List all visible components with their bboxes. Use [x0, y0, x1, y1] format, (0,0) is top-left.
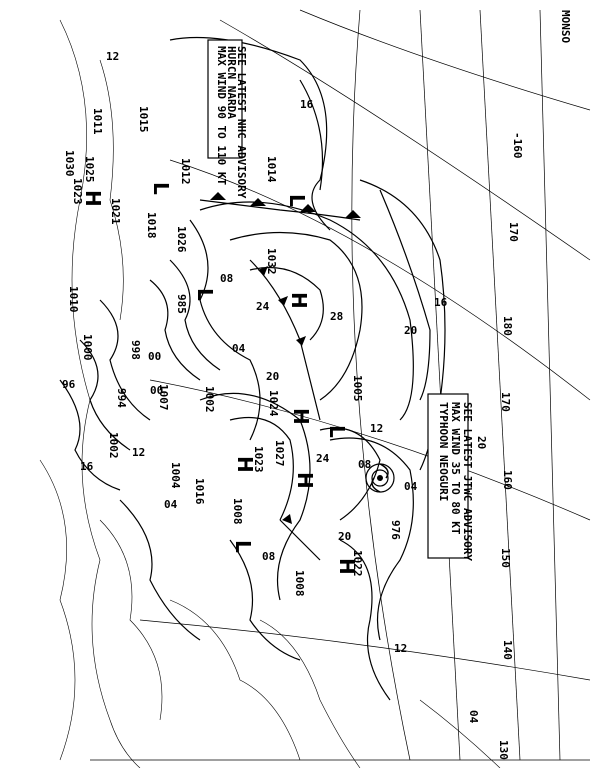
- center-value: 1012: [179, 158, 192, 185]
- center-value: 1022: [351, 550, 364, 577]
- longitude-label: -160: [511, 132, 524, 159]
- pressure-label: 1008: [293, 570, 306, 597]
- center-value: 1025: [83, 156, 96, 183]
- contour-label: 28: [330, 310, 343, 323]
- longitude-label: 150: [499, 548, 512, 568]
- center-value: 1030: [63, 150, 76, 177]
- pressure-label: 1021: [109, 198, 122, 225]
- pressure-label: 1023: [71, 178, 84, 205]
- advisory-neoguri-line-3: SEE LATEST JTWC ADVISORY: [461, 402, 474, 561]
- center-h-letter: H: [335, 558, 359, 575]
- latitude-labels: 20: [475, 436, 488, 449]
- coastlines: [39, 19, 501, 768]
- pressure-label: 1010: [67, 286, 80, 313]
- center-l-letter: L: [285, 194, 309, 207]
- center-h-letter: H: [293, 472, 317, 489]
- isobar-values: 1023 1021 1018 1026 1015 1011 1010 1000 …: [67, 106, 306, 597]
- contour-label: 00: [150, 384, 163, 397]
- center-h-letter: H: [233, 456, 257, 473]
- advisory-narda-line-2: MAX WIND 90 TO 110 KT: [215, 46, 228, 185]
- contour-label: 08: [358, 458, 371, 471]
- latitude-label: 20: [475, 436, 488, 449]
- advisory-neoguri-line-2: MAX WIND 35 TO 80 KT: [449, 402, 462, 535]
- contour-label: 16: [300, 98, 314, 111]
- center-value: 1002: [203, 386, 216, 413]
- center-h-letter: H: [289, 408, 313, 425]
- longitude-labels: -160 170 180 170 160 150 140 130: [497, 132, 524, 760]
- center-h-letter: H: [81, 190, 105, 207]
- contour-label: 20: [338, 530, 351, 543]
- center-value: 994: [115, 388, 128, 408]
- contour-label: 12: [370, 422, 383, 435]
- center-value: 1007: [157, 384, 170, 411]
- contour-label: 08: [262, 550, 275, 563]
- center-value: 985: [175, 294, 188, 314]
- contour-label: 96: [62, 378, 76, 391]
- center-h-letter: H: [287, 292, 311, 309]
- contour-label: 20: [404, 324, 417, 337]
- contour-label: 16: [434, 296, 448, 309]
- graticule: [90, 9, 591, 761]
- center-value: 1027: [273, 440, 286, 467]
- center-value: 1005: [351, 375, 364, 402]
- contour-label: 20: [266, 370, 279, 383]
- longitude-label: 160: [501, 470, 514, 490]
- advisory-neoguri-line-1: TYPHOON NEOGURI: [437, 402, 450, 501]
- longitude-label: 130: [497, 740, 510, 760]
- pressure-label: 1011: [91, 108, 104, 135]
- pressure-label: 1016: [193, 478, 206, 505]
- pressure-label: 1000: [81, 334, 94, 361]
- center-value: 1004: [169, 462, 182, 489]
- contour-labels: 12 16 20 24 28 04 08 00 96 12 16 20 24 0…: [62, 50, 448, 655]
- pressure-label: 1002: [107, 432, 120, 459]
- contour-label: 04: [164, 498, 178, 511]
- typhoon-symbol: [365, 463, 395, 493]
- center-l-letter: L: [193, 288, 217, 301]
- contour-label: 12: [394, 642, 407, 655]
- contour-label: 04: [232, 342, 246, 355]
- longitude-label: 170: [499, 392, 512, 412]
- pressure-label: 998: [129, 340, 142, 360]
- pressure-label: 1015: [137, 106, 150, 133]
- longitude-label: 140: [501, 640, 514, 660]
- center-value: 1024: [267, 390, 280, 417]
- contour-label: 12: [132, 446, 145, 459]
- longitude-label: 170: [507, 222, 520, 242]
- fronts: [199, 192, 361, 561]
- corner-label: MONSO: [559, 10, 572, 43]
- longitude-label: 180: [501, 316, 514, 336]
- center-l-letter: L: [325, 425, 349, 438]
- footer-note: 04: [467, 710, 480, 724]
- pressure-label: 1018: [145, 212, 158, 239]
- contour-label: 24: [316, 452, 330, 465]
- pressure-centers: H 1032 H 1024 H 1027 H 1023 H 1022 1030 …: [63, 150, 402, 577]
- center-value: 1023: [252, 446, 265, 473]
- center-l-letter: L: [231, 540, 255, 553]
- advisory-narda-box: HURCN NARDA MAX WIND 90 TO 110 KT SEE LA…: [207, 39, 248, 199]
- contour-label: 04: [404, 480, 418, 493]
- contour-label: 24: [256, 300, 270, 313]
- advisory-narda-line-1: HURCN NARDA: [225, 46, 238, 119]
- center-value: 1014: [265, 156, 278, 183]
- contour-label: 00: [148, 350, 161, 363]
- contour-label: 08: [220, 272, 233, 285]
- contour-label: 16: [80, 460, 94, 473]
- advisory-narda-line-3: SEE LATEST NHC ADVISORY: [235, 46, 248, 199]
- center-value: 976: [389, 520, 402, 540]
- center-value: 1032: [265, 248, 278, 275]
- center-value: 1008: [231, 498, 244, 525]
- center-l-letter: L: [149, 182, 173, 195]
- pressure-label: 1026: [175, 226, 188, 253]
- advisory-neoguri-box: TYPHOON NEOGURI MAX WIND 35 TO 80 KT SEE…: [427, 393, 474, 561]
- contour-label: 12: [106, 50, 119, 63]
